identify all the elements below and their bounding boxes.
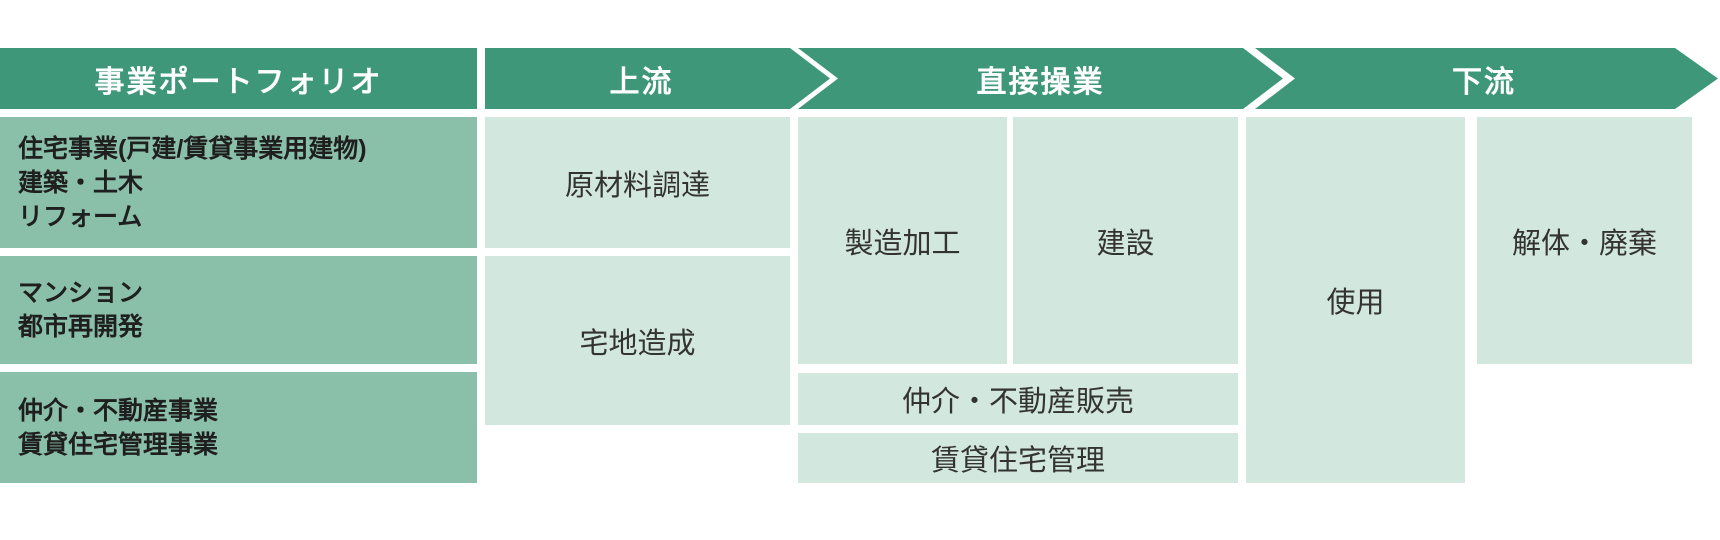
- banner-portfolio-header: 事業ポートフォリオ: [0, 48, 477, 109]
- portfolio-box-housing-line-3: リフォーム: [18, 202, 143, 231]
- banner-stage-direct-operations: 直接操業: [798, 48, 1283, 109]
- cell-demolition-disposal: 解体・廃棄: [1477, 117, 1692, 364]
- cell-demolition-disposal-label: 解体・廃棄: [1511, 227, 1657, 260]
- cell-land-development-label: 宅地造成: [579, 327, 696, 360]
- portfolio-box-condominium-line-2: 都市再開発: [18, 313, 144, 341]
- portfolio-box-brokerage-line-2: 賃貸住宅管理事業: [18, 430, 219, 459]
- cell-construction-label: 建設: [1096, 227, 1155, 260]
- cell-raw-material-procurement: 原材料調達: [485, 117, 790, 248]
- cell-land-development: 宅地造成: [485, 256, 790, 425]
- banner-downstream-label: 下流: [1452, 65, 1516, 99]
- portfolio-box-brokerage: 仲介・不動産事業 賃貸住宅管理事業: [0, 372, 477, 483]
- cell-rental-housing-management: 賃貸住宅管理: [798, 433, 1238, 483]
- cell-use-label: 使用: [1326, 287, 1385, 319]
- banner-stage-downstream: 下流: [1255, 48, 1718, 109]
- portfolio-box-condominium: マンション 都市再開発: [0, 256, 477, 364]
- portfolio-box-brokerage-line-1: 仲介・不動産事業: [18, 396, 219, 425]
- banner-stage-upstream: 上流: [485, 48, 830, 109]
- portfolio-box-housing-line-2: 建築・土木: [18, 168, 144, 197]
- cell-brokerage-real-estate-sales: 仲介・不動産販売: [798, 373, 1238, 425]
- cell-rental-housing-management-label: 賃貸住宅管理: [930, 445, 1105, 477]
- banner-direct-operations-label: 直接操業: [976, 65, 1105, 99]
- cell-manufacturing-processing: 製造加工: [798, 117, 1007, 364]
- cell-manufacturing-processing-label: 製造加工: [844, 227, 961, 260]
- cell-use: 使用: [1246, 117, 1465, 483]
- portfolio-box-housing-line-1: 住宅事業(戸建/賃貸事業用建物): [18, 134, 367, 163]
- cell-raw-material-procurement-label: 原材料調達: [564, 169, 710, 202]
- portfolio-box-condominium-line-1: マンション: [18, 279, 144, 307]
- portfolio-box-housing: 住宅事業(戸建/賃貸事業用建物) 建築・土木 リフォーム: [0, 117, 477, 248]
- cell-construction: 建設: [1013, 117, 1238, 364]
- cell-brokerage-real-estate-sales-label: 仲介・不動産販売: [901, 386, 1134, 418]
- banner-upstream-label: 上流: [609, 65, 674, 99]
- banner-portfolio-label: 事業ポートフォリオ: [94, 65, 383, 99]
